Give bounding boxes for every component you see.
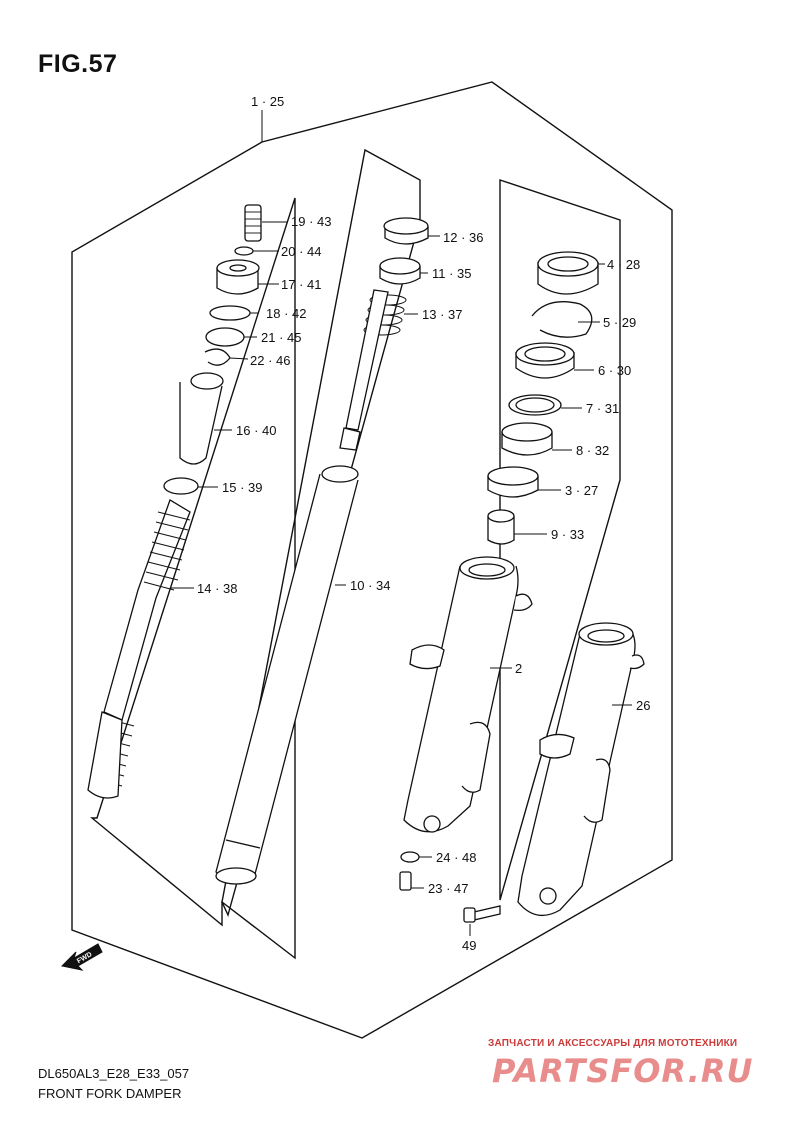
label-part-15: 15 · 39 — [222, 480, 262, 495]
watermark-tagline: ЗАПЧАСТИ И АКСЕССУАРЫ ДЛЯ МОТОТЕХНИКИ — [488, 1038, 738, 1049]
label-part-20: 20 · 44 — [281, 244, 321, 259]
forward-arrow-label: FWD — [76, 951, 93, 965]
label-part-17: 17 · 41 — [281, 277, 321, 292]
label-part-5: 5 · 29 — [603, 315, 636, 330]
label-part-19: 19 · 43 — [291, 214, 331, 229]
label-part-2: 2 — [515, 661, 522, 676]
label-part-10: 10 · 34 — [350, 578, 390, 593]
label-part-6: 6 · 30 — [598, 363, 631, 378]
label-part-7: 7 · 31 — [586, 401, 619, 416]
label-part-23: 23 · 47 — [428, 881, 468, 896]
diagram-caption: FRONT FORK DAMPER — [38, 1086, 182, 1101]
label-part-4: 4 · 28 — [607, 257, 640, 272]
label-part-9: 9 · 33 — [551, 527, 584, 542]
panel-middle-outline — [221, 148, 421, 918]
callout-labels: 1 · 25 19 · 43 20 · 44 17 · 41 18 · 42 2… — [197, 94, 650, 953]
label-part-12: 12 · 36 — [443, 230, 483, 245]
label-part-13: 13 · 37 — [422, 307, 462, 322]
panel-left-outline — [90, 197, 296, 960]
model-code: DL650AL3_E28_E33_057 — [38, 1066, 190, 1081]
label-part-8: 8 · 32 — [576, 443, 609, 458]
label-part-24: 24 · 48 — [436, 850, 476, 865]
label-part-1: 1 · 25 — [251, 94, 284, 109]
label-part-16: 16 · 40 — [236, 423, 276, 438]
forward-direction-arrow: FWD — [60, 943, 103, 971]
part-drawings-right — [399, 251, 645, 923]
assembly-outline — [71, 81, 673, 1039]
label-part-26: 26 — [636, 698, 650, 713]
label-part-11: 11 · 35 — [432, 266, 472, 281]
label-part-14: 14 · 38 — [197, 581, 237, 596]
leader-lines — [170, 110, 632, 936]
label-part-18: 18 · 42 — [266, 306, 306, 321]
label-part-49: 49 — [462, 938, 476, 953]
label-part-21: 21 · 45 — [261, 330, 301, 345]
label-part-22: 22 · 46 — [250, 353, 290, 368]
watermark-logo: PARTSFOR.RU — [492, 1052, 754, 1090]
figure-title: FIG.57 — [38, 50, 118, 78]
label-part-3: 3 · 27 — [565, 483, 598, 498]
part-drawings-left — [87, 204, 262, 799]
part-drawings-middle — [215, 217, 429, 885]
